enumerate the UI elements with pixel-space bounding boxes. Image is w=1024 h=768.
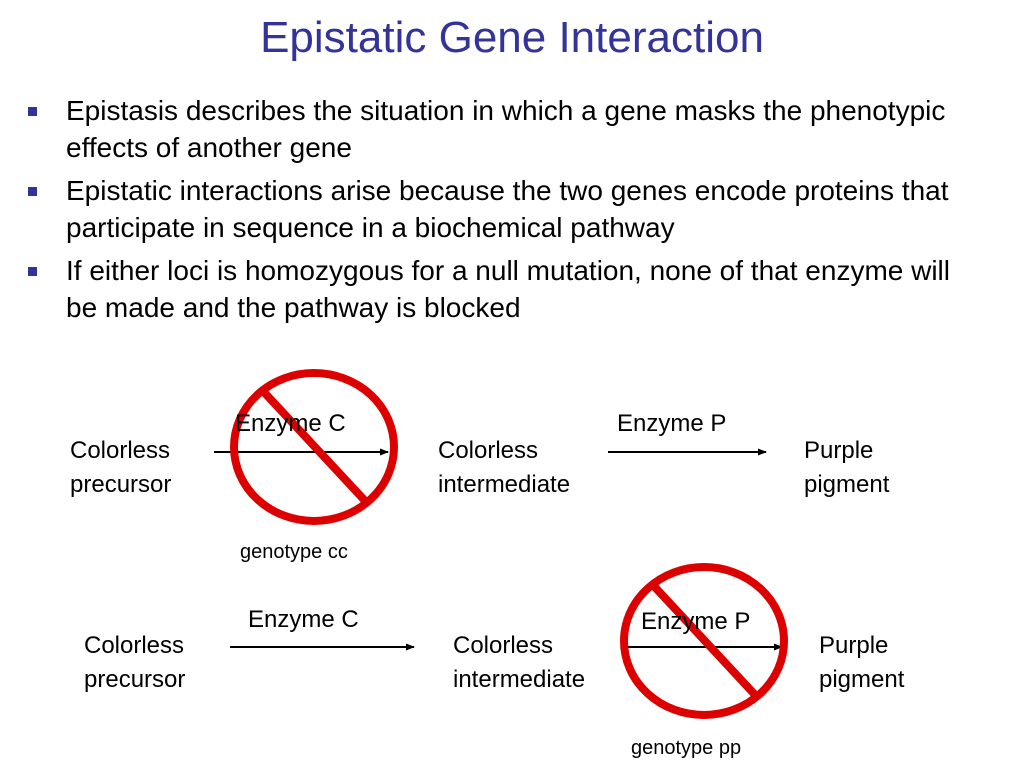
product-line: Purple [804, 437, 874, 464]
intermediate-label: Colorless intermediate [453, 629, 585, 697]
enzyme-c-label: Enzyme C [248, 606, 359, 633]
square-bullet-icon [28, 267, 37, 276]
bullet-text: Epistasis describes the situation in whi… [66, 95, 946, 163]
bullet-item: Epistatic interactions arise because the… [28, 172, 988, 246]
intermediate-line: Colorless [438, 437, 539, 464]
square-bullet-icon [28, 187, 37, 196]
slide-title: Epistatic Gene Interaction [260, 13, 764, 62]
product-label: Purple pigment [804, 434, 889, 502]
enzyme-c-label: Enzyme C [235, 410, 346, 437]
intermediate-line: intermediate [453, 666, 586, 693]
genotype-label: genotype pp [631, 737, 742, 759]
product-line: Purple [819, 632, 889, 659]
prohibition-sign-icon [230, 369, 398, 525]
substrate-line: precursor [84, 666, 186, 693]
bullet-list: Epistasis describes the situation in whi… [28, 92, 988, 332]
substrate-label: Colorless precursor [70, 434, 171, 502]
prohibition-sign-icon [620, 563, 788, 719]
product-line: pigment [819, 666, 905, 693]
bullet-item: If either loci is homozygous for a null … [28, 252, 988, 326]
enzyme-p-label: Enzyme P [641, 608, 751, 635]
product-label: Purple pigment [819, 629, 904, 697]
genotype-label: genotype cc [240, 541, 348, 563]
enzyme-p-label: Enzyme P [617, 410, 727, 437]
intermediate-label: Colorless intermediate [438, 434, 570, 502]
intermediate-line: intermediate [438, 471, 571, 498]
substrate-label: Colorless precursor [84, 629, 185, 697]
bullet-text: If either loci is homozygous for a null … [66, 255, 950, 323]
square-bullet-icon [28, 107, 37, 116]
bullet-item: Epistasis describes the situation in whi… [28, 92, 988, 166]
substrate-line: Colorless [84, 632, 185, 659]
substrate-line: Colorless [70, 437, 171, 464]
substrate-line: precursor [70, 471, 172, 498]
bullet-text: Epistatic interactions arise because the… [66, 175, 949, 243]
product-line: pigment [804, 471, 890, 498]
intermediate-line: Colorless [453, 632, 554, 659]
